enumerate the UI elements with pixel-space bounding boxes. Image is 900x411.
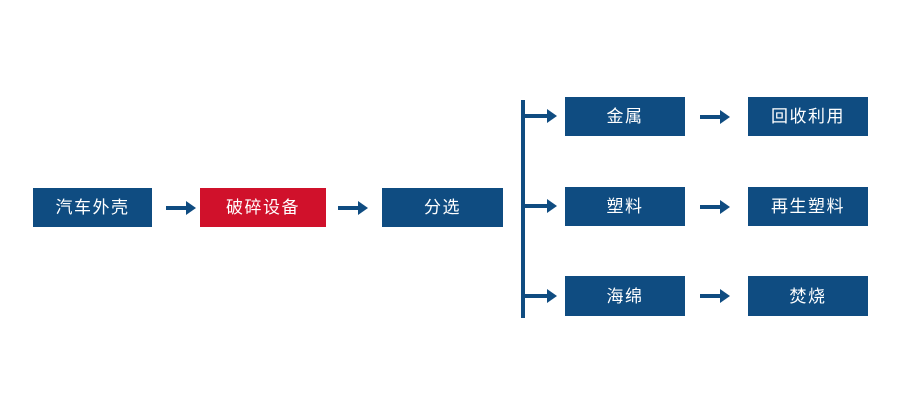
node-crushing-equipment[interactable]: 破碎设备 <box>200 188 326 227</box>
node-metal[interactable]: 金属 <box>565 97 685 136</box>
arrow-shell-to-crusher <box>166 197 196 219</box>
node-plastic[interactable]: 塑料 <box>565 187 685 226</box>
arrow-crusher-to-sorting <box>338 197 368 219</box>
branch-arrow-to-sponge <box>523 285 557 307</box>
node-regenerated-plastic[interactable]: 再生塑料 <box>748 187 868 226</box>
branch-arrow-to-plastic <box>523 195 557 217</box>
arrow-metal-to-recycle <box>700 106 730 128</box>
arrow-sponge-to-incineration <box>700 285 730 307</box>
node-incineration[interactable]: 焚烧 <box>748 276 868 316</box>
node-sorting[interactable]: 分选 <box>382 188 503 227</box>
arrow-plastic-to-regenerated <box>700 196 730 218</box>
split-rail-divider <box>521 100 525 318</box>
node-sponge[interactable]: 海绵 <box>565 276 685 316</box>
node-recycle-reuse[interactable]: 回收利用 <box>748 97 868 136</box>
node-car-shell[interactable]: 汽车外壳 <box>33 188 152 227</box>
branch-arrow-to-metal <box>523 105 557 127</box>
